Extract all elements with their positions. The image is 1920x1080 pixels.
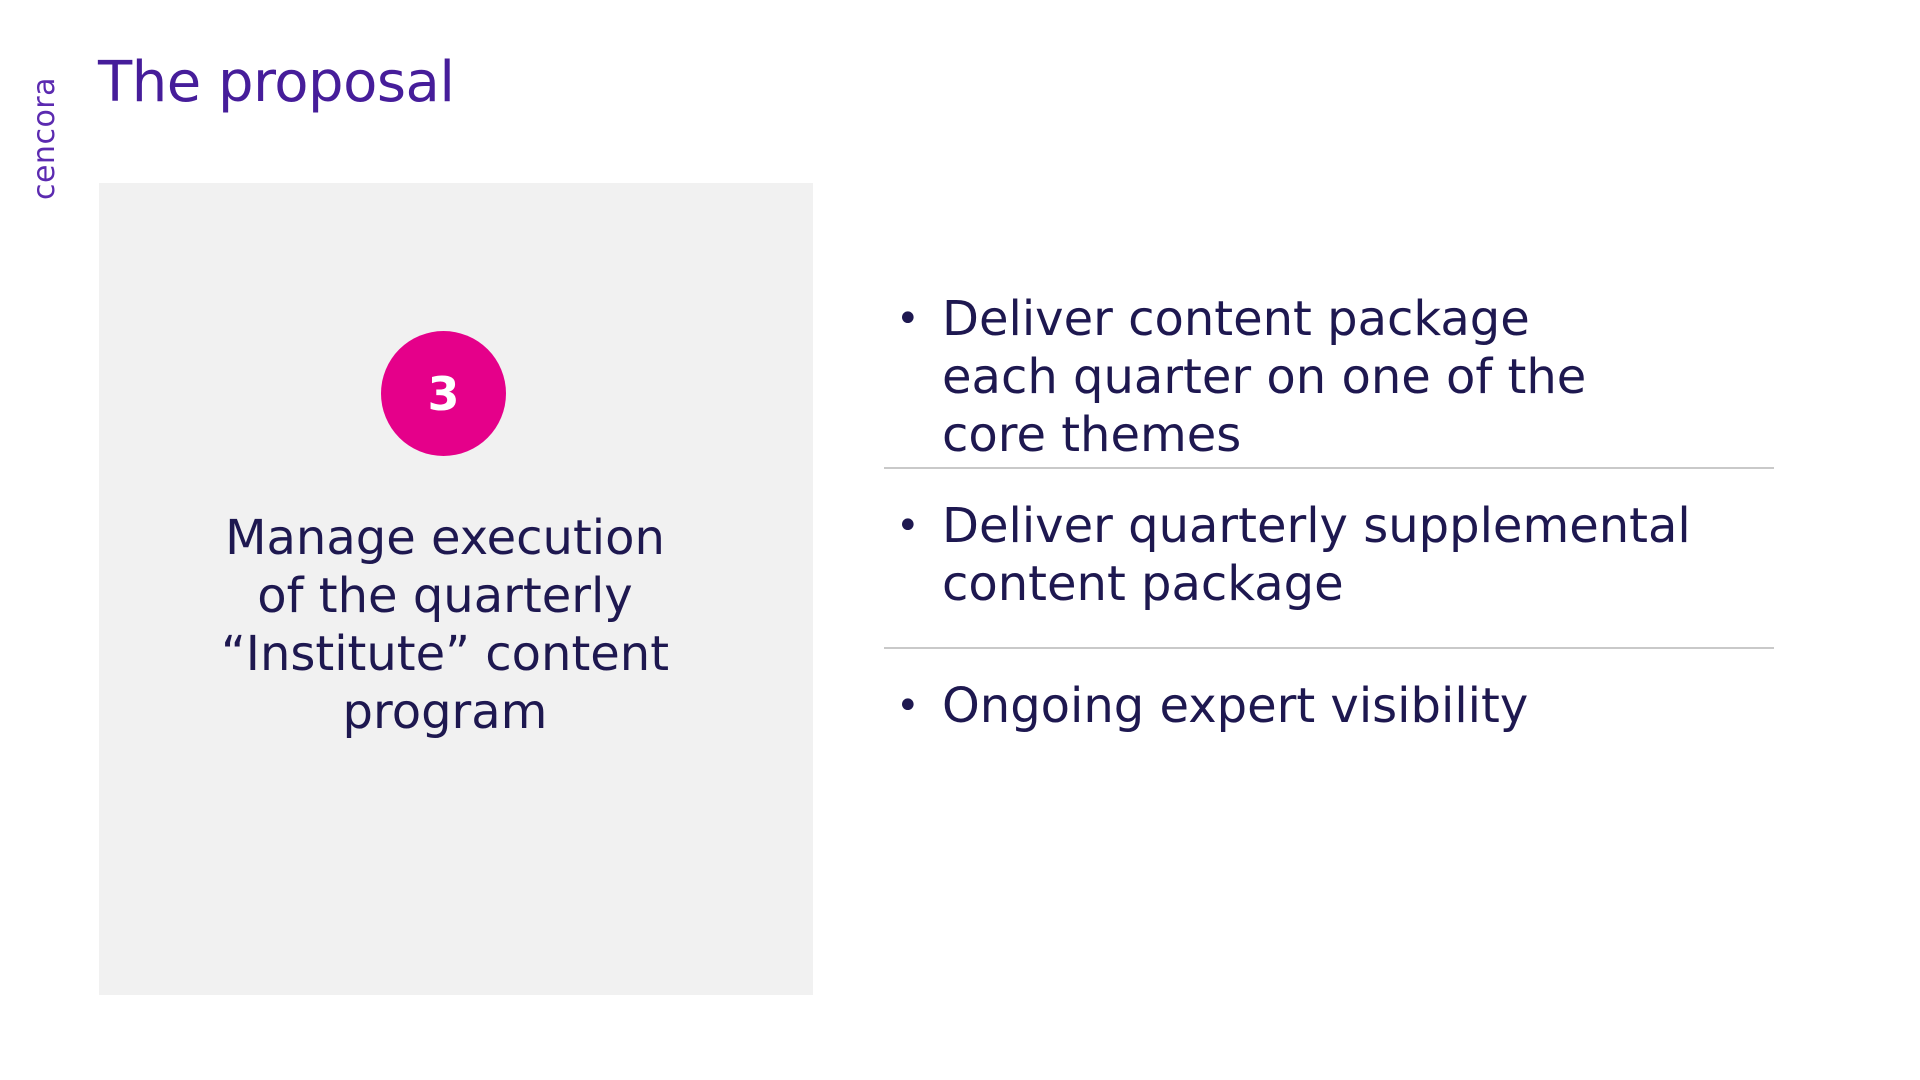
page-title: The proposal [98,50,455,115]
bullet-dot-icon: • [896,296,920,342]
bullet-item: • Deliver quarterly supplemental content… [884,497,1774,613]
bullet-divider [884,647,1774,649]
step-description: Manage execution of the quarterly “Insti… [99,509,791,741]
bullet-item: • Ongoing expert visibility [884,677,1774,735]
bullet-text-line: content package [942,556,1344,612]
step-description-line: of the quarterly [257,568,633,624]
logo-text: cencora [27,76,63,200]
bullet-text-line: each quarter on one of the [942,349,1587,405]
bullet-text-line: Deliver content package [942,291,1530,347]
bullet-dot-icon: • [896,503,920,549]
step-number-badge: 3 [381,331,506,456]
bullet-text-line: core themes [942,407,1242,463]
bullet-item: • Deliver content package each quarter o… [884,290,1774,463]
step-description-line: program [342,684,548,740]
step-description-line: “Institute” content [220,626,670,682]
proposal-step-panel: 3 Manage execution of the quarterly “Ins… [99,183,813,995]
bullet-list: • Deliver content package each quarter o… [884,290,1774,735]
cencora-logo: cencora [27,68,63,208]
bullet-dot-icon: • [896,683,920,729]
bullet-text-line: Ongoing expert visibility [942,678,1529,734]
bullet-text-line: Deliver quarterly supplemental [942,498,1691,554]
bullet-divider [884,467,1774,469]
step-description-line: Manage execution [225,510,665,566]
